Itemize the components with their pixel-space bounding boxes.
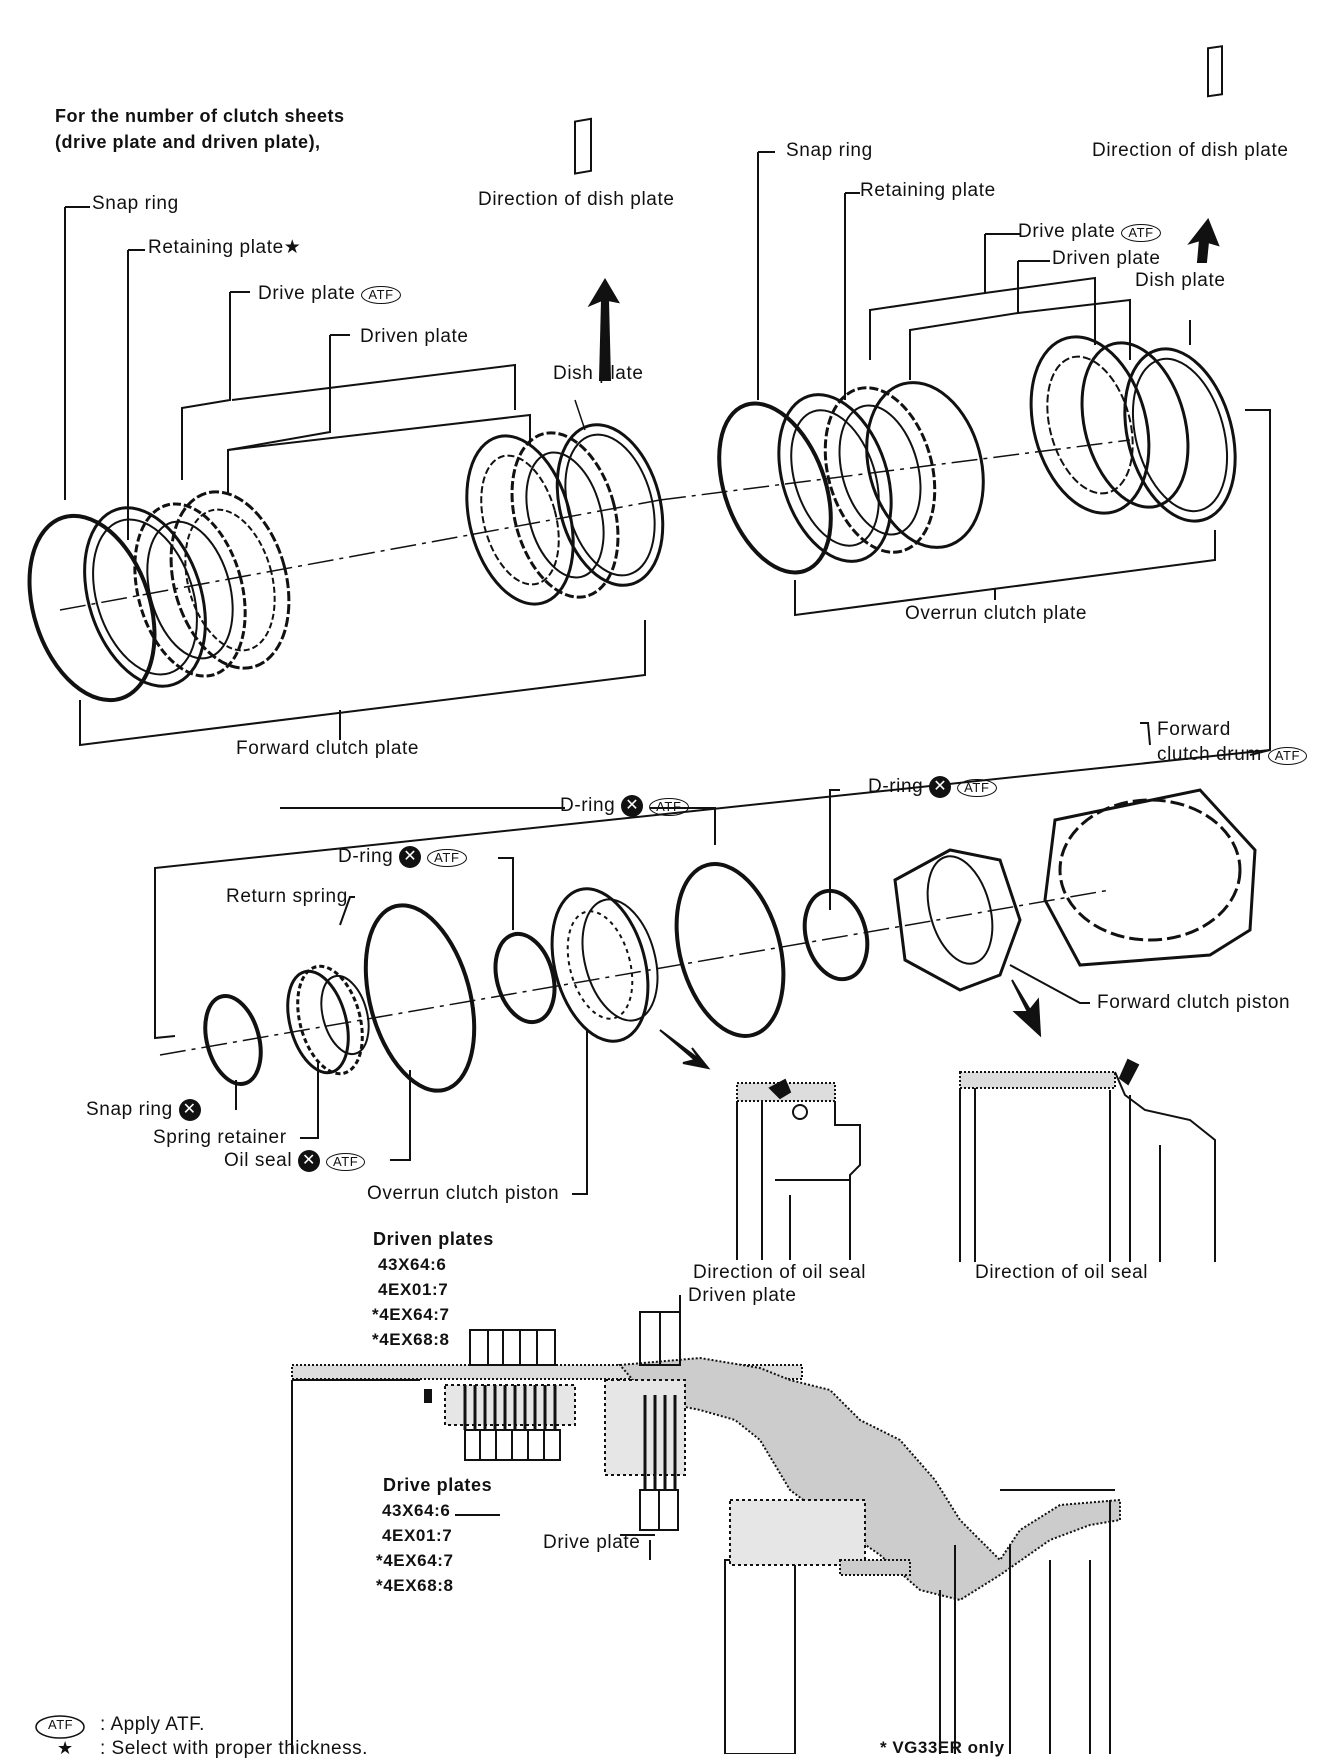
d-ring-text: D-ring	[560, 795, 616, 817]
legend-atf-badge: ATF	[48, 1717, 74, 1732]
driven-plates-count-1: 4EX01:7	[378, 1280, 449, 1299]
atf-badge: ATF	[1267, 747, 1308, 765]
atf-badge: ATF	[427, 849, 467, 868]
drive-plates-count-3: *4EX68:8	[376, 1576, 454, 1595]
label-direction-oil-seal-left: Direction of oil seal	[693, 1262, 867, 1283]
label-d-ring-left: D-ring ✕ ATF	[338, 846, 467, 868]
do-not-reuse-icon: ✕	[178, 1099, 201, 1121]
label-overrun-clutch-piston: Overrun clutch piston	[367, 1183, 560, 1204]
d-ring-text: D-ring	[868, 776, 924, 798]
label-drive-plates-title: Drive plates	[383, 1475, 493, 1495]
label-direction-dish-plate-left: Direction of dish plate	[478, 189, 675, 210]
oil-seal-detail-right	[959, 1058, 1216, 1262]
label-snap-ring-top-right: Snap ring	[786, 140, 873, 161]
label-drive-plate-top-right: Drive plate ATF	[1018, 221, 1161, 243]
d-ring-text: D-ring	[338, 846, 394, 868]
label-snap-ring-middle: Snap ring ✕	[86, 1099, 201, 1121]
oil-seal-detail-left	[736, 1078, 861, 1260]
label-forward-clutch-plate: Forward clutch plate	[236, 738, 420, 759]
instruction-header: For the number of clutch sheets (drive p…	[55, 103, 345, 155]
label-dish-plate-right: Dish plate	[1135, 270, 1226, 291]
do-not-reuse-icon: ✕	[298, 1150, 321, 1172]
legend-star-symbol: ★	[57, 1738, 74, 1758]
driven-plates-count-0: 43X64:6	[378, 1255, 447, 1274]
drive-plate-text: Drive plate	[258, 283, 356, 304]
legend-atf-icon	[35, 1715, 85, 1739]
label-driven-plates-title: Driven plates	[373, 1229, 494, 1249]
legend-vg-note: * VG33ER only	[880, 1738, 1005, 1757]
cross-section-drawing	[291, 1295, 1121, 1754]
label-driven-plate-section: Driven plate	[688, 1285, 797, 1306]
label-d-ring-right: D-ring ✕ ATF	[868, 776, 997, 798]
label-direction-oil-seal-right: Direction of oil seal	[975, 1262, 1149, 1283]
label-d-ring-center: D-ring ✕ ATF	[560, 795, 689, 817]
drive-plates-count-2: *4EX64:7	[376, 1551, 454, 1570]
do-not-reuse-icon: ✕	[621, 795, 644, 817]
forward-clutch-plate-group	[27, 117, 665, 747]
label-dish-plate-left: Dish plate	[553, 363, 644, 384]
atf-badge: ATF	[649, 798, 689, 817]
label-overrun-clutch-plate: Overrun clutch plate	[905, 603, 1088, 624]
label-direction-dish-plate-right: Direction of dish plate	[1092, 140, 1289, 161]
label-driven-plate-top-right: Driven plate	[1052, 248, 1161, 269]
do-not-reuse-icon: ✕	[399, 846, 422, 868]
label-retaining-plate-top-left: Retaining plate★	[148, 237, 302, 258]
clutch-piston-group	[159, 722, 1257, 1195]
snap-ring-text: Snap ring	[86, 1099, 173, 1121]
oil-seal-text: Oil seal	[224, 1150, 293, 1172]
label-driven-plate-top-left: Driven plate	[360, 326, 469, 347]
overrun-clutch-plate-group	[154, 45, 1271, 1040]
atf-badge: ATF	[1121, 224, 1161, 242]
atf-badge: ATF	[325, 1153, 366, 1172]
label-spring-retainer: Spring retainer	[153, 1127, 287, 1148]
label-forward-clutch-piston: Forward clutch piston	[1097, 992, 1291, 1013]
label-retaining-plate-top-right: Retaining plate	[860, 180, 996, 201]
label-snap-ring-top-left: Snap ring	[92, 193, 179, 214]
label-return-spring: Return spring	[226, 886, 348, 907]
label-oil-seal: Oil seal ✕ ATF	[224, 1150, 366, 1172]
legend-star-text: : Select with proper thickness.	[100, 1738, 368, 1759]
drive-plates-count-1: 4EX01:7	[382, 1526, 453, 1545]
header-line-1: For the number of clutch sheets	[55, 106, 345, 126]
driven-plates-count-2: *4EX64:7	[372, 1305, 450, 1324]
forward-clutch-drum-text: clutch drum	[1157, 744, 1262, 765]
label-drive-plate-top-left: Drive plate ATF	[258, 283, 401, 305]
driven-plates-count-3: *4EX68:8	[372, 1330, 450, 1349]
drive-plates-count-0: 43X64:6	[382, 1501, 451, 1520]
legend-atf-text: : Apply ATF.	[100, 1714, 205, 1735]
drive-plate-text: Drive plate	[1018, 221, 1116, 242]
do-not-reuse-icon: ✕	[929, 776, 952, 798]
header-line-2: (drive plate and driven plate),	[55, 132, 321, 152]
label-forward-clutch-drum-1: Forward	[1157, 719, 1231, 740]
atf-badge: ATF	[957, 779, 997, 798]
atf-badge: ATF	[361, 286, 401, 304]
label-forward-clutch-drum: clutch drum ATF	[1157, 744, 1308, 766]
label-drive-plate-section: Drive plate	[543, 1532, 641, 1553]
